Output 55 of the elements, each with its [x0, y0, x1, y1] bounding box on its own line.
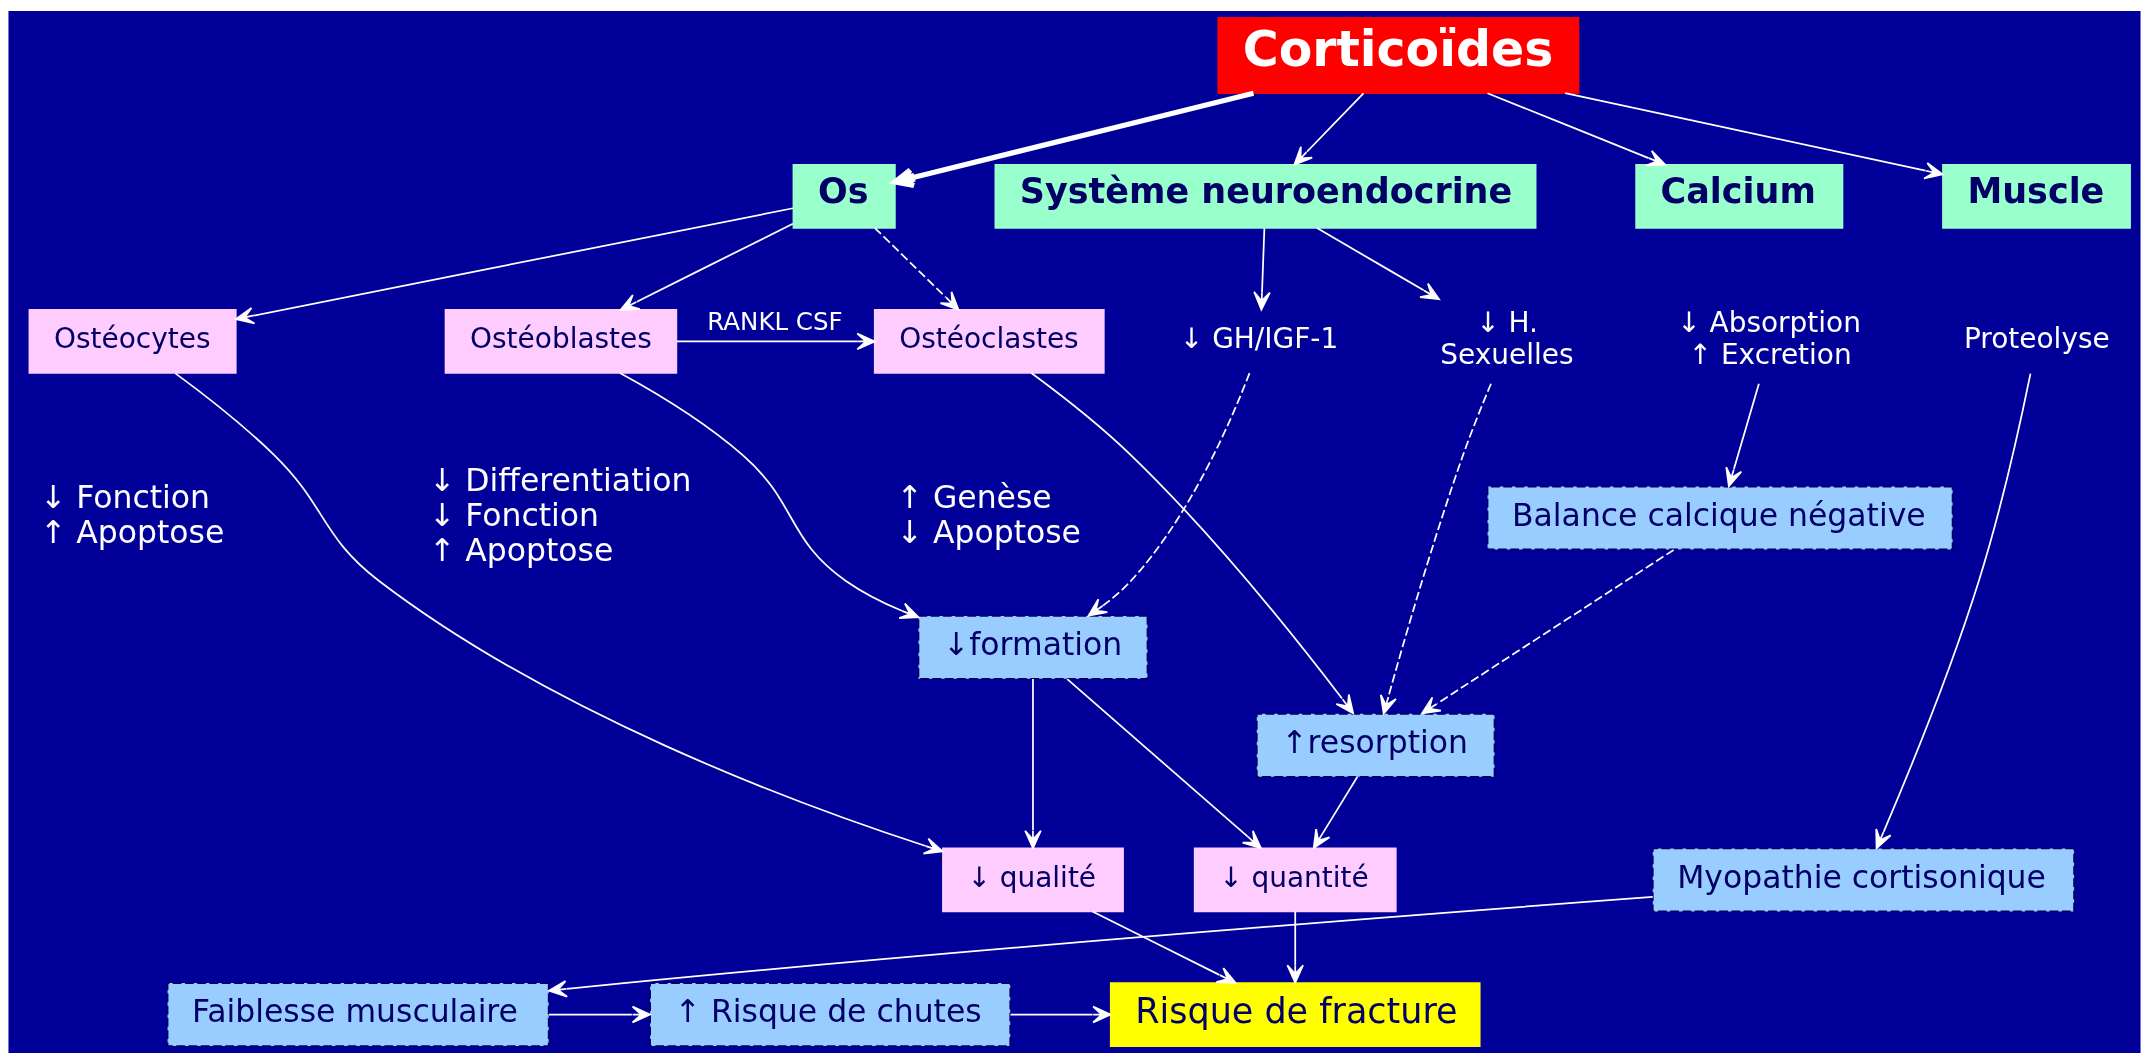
- arrow: [619, 372, 920, 620]
- edge-label: RANKL CSF: [707, 306, 843, 336]
- node-label: ↑ Apoptose: [39, 514, 225, 551]
- arrow: [874, 227, 960, 311]
- node-box: Risque de fracture: [1109, 982, 1481, 1047]
- node-label: ↓ Differentiation: [428, 461, 692, 498]
- node-label: ↓ Apoptose: [896, 514, 1081, 551]
- node-box: Calcium: [1635, 163, 1844, 229]
- node-box: ↓ quantité: [1193, 847, 1397, 913]
- node-label: ↓ Fonction: [39, 479, 210, 516]
- arrow: [1293, 92, 1365, 166]
- node-box: Muscle: [1942, 163, 2131, 229]
- arrow: [619, 222, 794, 311]
- node-box: ↑ Risque de chutes: [649, 982, 1012, 1047]
- arrow: [1875, 372, 2032, 850]
- arrow: [1030, 372, 1354, 715]
- node-box: ↑resorption: [1255, 712, 1496, 778]
- arrow: [548, 1005, 651, 1024]
- arrow: [1564, 92, 1944, 180]
- arrow: [174, 372, 944, 855]
- arrow: [1312, 775, 1359, 849]
- node-box: Ostéoclastes: [873, 309, 1105, 374]
- arrow: [1253, 227, 1271, 311]
- node-label: ↓ Fonction: [428, 496, 599, 533]
- arrow: [1421, 549, 1675, 715]
- arrow: [1024, 678, 1042, 850]
- arrow: [675, 332, 876, 351]
- node-box: Système neuroendocrine: [994, 163, 1537, 229]
- node-box: Corticoïdes: [1217, 17, 1580, 95]
- node-text: ↓ GH/IGF-1: [1179, 322, 1339, 356]
- node-text: Proteolyse: [1963, 322, 2110, 356]
- arrow: [1316, 227, 1440, 301]
- arrow: [548, 896, 1654, 998]
- arrow: [235, 207, 794, 325]
- arrow: [892, 90, 1255, 188]
- arrow: [1486, 92, 1666, 167]
- arrow: [1066, 678, 1262, 850]
- node-box: Balance calcique négative: [1486, 485, 1954, 551]
- node-box: Myopathie cortisonique: [1651, 847, 2075, 913]
- node-box: Ostéoblastes: [444, 309, 678, 374]
- arrow: [1725, 382, 1760, 488]
- arrow: [1379, 382, 1492, 715]
- node-box: ↓ qualité: [942, 847, 1124, 913]
- arrow: [1091, 910, 1237, 984]
- node-label: ↑ Apoptose: [428, 531, 614, 568]
- node-box: Ostéocytes: [28, 309, 237, 374]
- node-text: ↓ Absorption ↑ Excretion: [1677, 306, 1861, 371]
- arrow: [1286, 910, 1304, 984]
- arrow: [1087, 372, 1251, 617]
- node-box: Faiblesse musculaire: [166, 982, 550, 1047]
- node-text: ↓ H. Sexuelles: [1440, 306, 1574, 371]
- node-label: ↑ Genèse: [896, 479, 1052, 516]
- arrow: [1009, 1005, 1112, 1024]
- node-box: Os: [792, 163, 896, 229]
- node-box: ↓formation: [917, 615, 1149, 680]
